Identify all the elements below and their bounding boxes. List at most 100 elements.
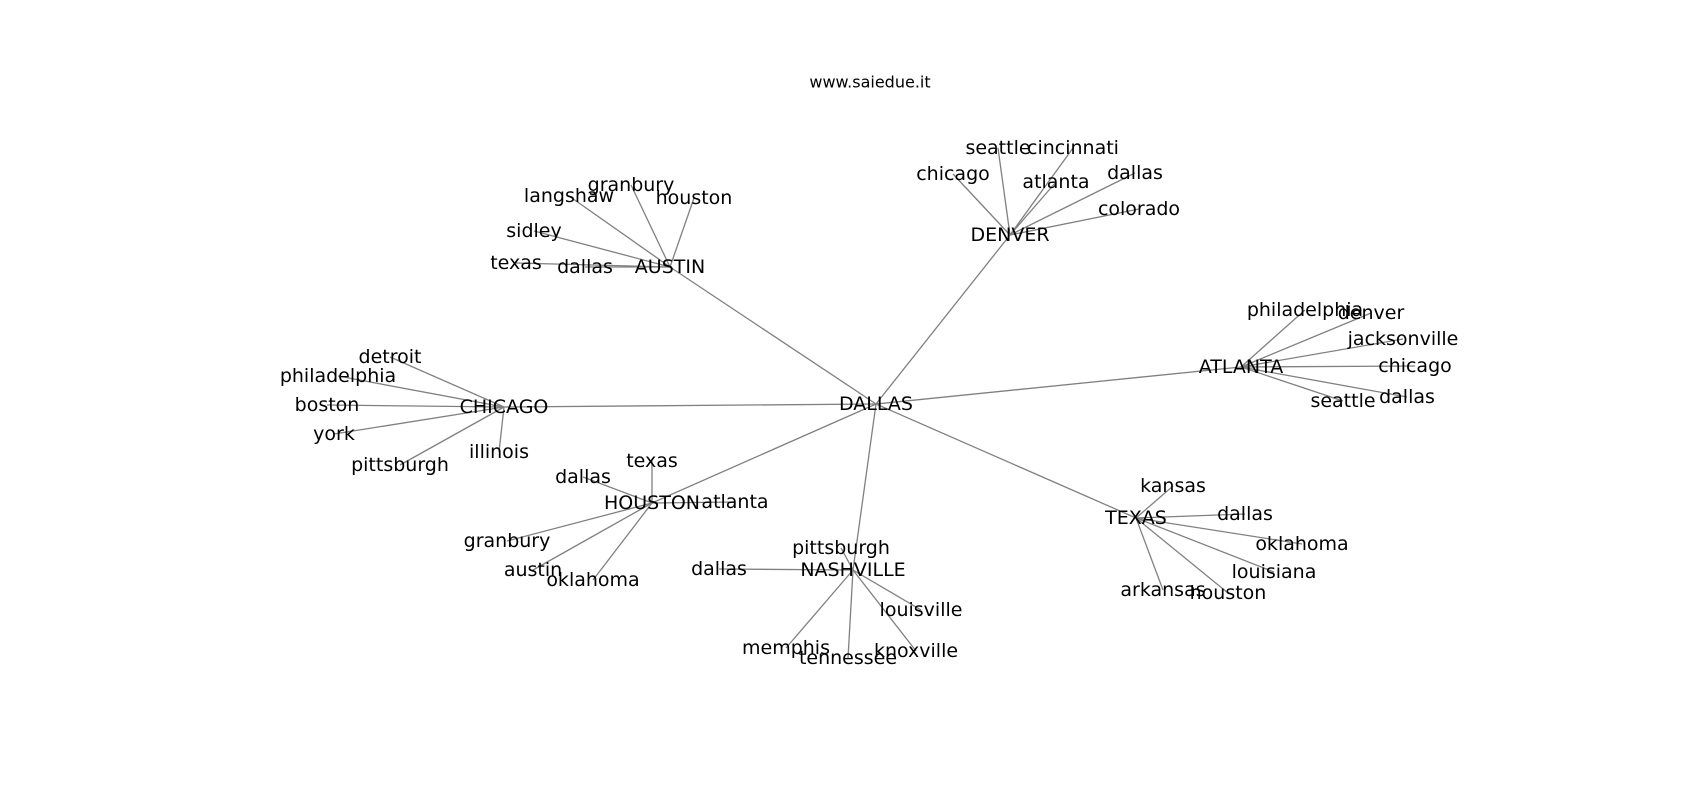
site-label: www.saiedue.it [809, 73, 930, 92]
node-leaf-atlanta-seattle: seattle [1310, 390, 1375, 412]
node-leaf-austin-texas: texas [490, 252, 542, 274]
node-leaf-atlanta-chicago: chicago [1378, 355, 1452, 377]
edge-center-texas [875, 403, 1137, 519]
edge-denver-chicago [952, 173, 1011, 236]
edge-denver-dallas [1009, 172, 1136, 236]
node-leaf-atlanta-jacksonville: jacksonville [1347, 328, 1459, 350]
edge-center-atlanta [875, 366, 1242, 405]
node-leaf-denver-colorado: colorado [1098, 198, 1180, 220]
edge-center-houston [651, 403, 877, 504]
edge-chicago-york [333, 406, 505, 435]
node-leaf-denver-chicago: chicago [916, 163, 990, 185]
edge-nashville-pittsburgh [840, 547, 854, 571]
node-leaf-denver-dallas: dallas [1107, 162, 1163, 184]
node-leaf-nashville-memphis: memphis [742, 637, 830, 659]
edge-austin-texas [515, 262, 671, 268]
edge-center-nashville [852, 403, 877, 571]
edge-nashville-tennessee [847, 569, 854, 659]
edge-chicago-boston [326, 404, 505, 408]
node-hub-houston: HOUSTON [604, 492, 700, 514]
node-leaf-austin-houston: houston [656, 187, 733, 209]
edge-atlanta-jacksonville [1240, 338, 1404, 368]
edge-center-chicago [503, 403, 877, 408]
node-leaf-texas-arkansas: arkansas [1120, 579, 1205, 601]
edge-center-denver [875, 234, 1011, 405]
edge-nashville-dallas [718, 568, 854, 571]
node-leaf-austin-langshaw: langshaw [524, 185, 614, 207]
edge-texas-kansas [1135, 485, 1174, 519]
edge-denver-colorado [1009, 208, 1140, 236]
node-leaf-texas-louisiana: louisiana [1232, 561, 1317, 583]
node-hub-nashville: NASHVILLE [800, 559, 905, 581]
edge-atlanta-dallas [1240, 366, 1408, 398]
node-leaf-chicago-illinois: illinois [469, 441, 529, 463]
node-leaf-atlanta-philadelphia: philadelphia [1247, 299, 1363, 321]
edge-houston-austin [532, 502, 653, 571]
edge-houston-dallas [582, 476, 653, 504]
node-leaf-texas-kansas: kansas [1140, 475, 1206, 497]
node-leaf-houston-texas: texas [626, 450, 678, 472]
edge-houston-granbury [506, 502, 653, 542]
node-leaf-austin-granbury: granbury [588, 174, 675, 196]
node-leaf-austin-sidley: sidley [506, 220, 561, 242]
graph-edges [326, 147, 1416, 659]
edge-denver-cincinnati [1009, 147, 1074, 236]
node-leaf-denver-cincinnati: cincinnati [1027, 137, 1119, 159]
node-leaf-nashville-dallas: dallas [691, 558, 747, 580]
node-leaf-atlanta-dallas: dallas [1379, 386, 1435, 408]
node-leaf-nashville-pittsburgh: pittsburgh [792, 537, 890, 559]
node-leaf-nashville-tennessee: tennessee [799, 647, 897, 669]
edge-austin-granbury [630, 184, 671, 268]
edge-center-austin [669, 266, 877, 405]
node-leaf-chicago-pittsburgh: pittsburgh [351, 454, 449, 476]
edge-texas-oklahoma [1135, 517, 1303, 545]
edge-austin-sidley [533, 230, 671, 268]
edge-austin-langshaw [568, 195, 671, 268]
node-leaf-atlanta-denver: denver [1338, 302, 1405, 324]
edge-nashville-knoxville [852, 569, 917, 652]
node-leaf-denver-seattle: seattle [965, 137, 1030, 159]
edge-texas-houston [1135, 517, 1229, 594]
edge-texas-louisiana [1135, 517, 1275, 573]
edge-nashville-louisville [852, 569, 922, 611]
edge-chicago-pittsburgh [399, 406, 505, 466]
edge-atlanta-chicago [1240, 365, 1416, 368]
node-leaf-texas-dallas: dallas [1217, 503, 1273, 525]
node-leaf-chicago-philadelphia: philadelphia [280, 365, 396, 387]
node-leaf-houston-oklahoma: oklahoma [546, 569, 639, 591]
node-hub-atlanta: ATLANTA [1199, 356, 1284, 378]
node-hub-denver: DENVER [970, 224, 1049, 246]
node-leaf-texas-oklahoma: oklahoma [1255, 533, 1348, 555]
node-leaf-denver-atlanta: atlanta [1022, 171, 1089, 193]
edge-houston-oklahoma [592, 502, 653, 581]
node-center-dallas: DALLAS [839, 393, 913, 415]
node-leaf-chicago-boston: boston [295, 394, 360, 416]
edge-denver-seattle [997, 147, 1011, 236]
edge-nashville-memphis [785, 569, 854, 649]
edge-houston-atlanta [651, 501, 736, 504]
node-leaf-chicago-detroit: detroit [359, 346, 422, 368]
node-leaf-nashville-knoxville: knoxville [874, 640, 958, 662]
node-leaf-houston-austin: austin [504, 559, 562, 581]
edge-austin-houston [669, 197, 695, 268]
edge-texas-dallas [1135, 513, 1246, 519]
edge-atlanta-seattle [1240, 366, 1344, 402]
node-hub-austin: AUSTIN [635, 256, 705, 278]
node-leaf-austin-dallas: dallas [557, 256, 613, 278]
node-leaf-texas-houston: houston [1190, 582, 1267, 604]
node-leaf-houston-dallas: dallas [555, 466, 611, 488]
node-leaf-chicago-york: york [313, 423, 355, 445]
node-leaf-nashville-louisville: louisville [880, 599, 963, 621]
node-leaf-houston-granbury: granbury [464, 530, 551, 552]
node-hub-texas: TEXAS [1104, 507, 1167, 529]
edge-atlanta-denver [1240, 312, 1372, 368]
node-hub-chicago: CHICAGO [460, 396, 549, 418]
edge-denver-atlanta [1009, 181, 1057, 236]
edge-atlanta-philadelphia [1240, 309, 1306, 368]
edge-texas-arkansas [1135, 517, 1164, 591]
node-leaf-houston-atlanta: atlanta [701, 491, 768, 513]
edge-chicago-philadelphia [337, 375, 505, 408]
edge-chicago-detroit [389, 356, 505, 408]
